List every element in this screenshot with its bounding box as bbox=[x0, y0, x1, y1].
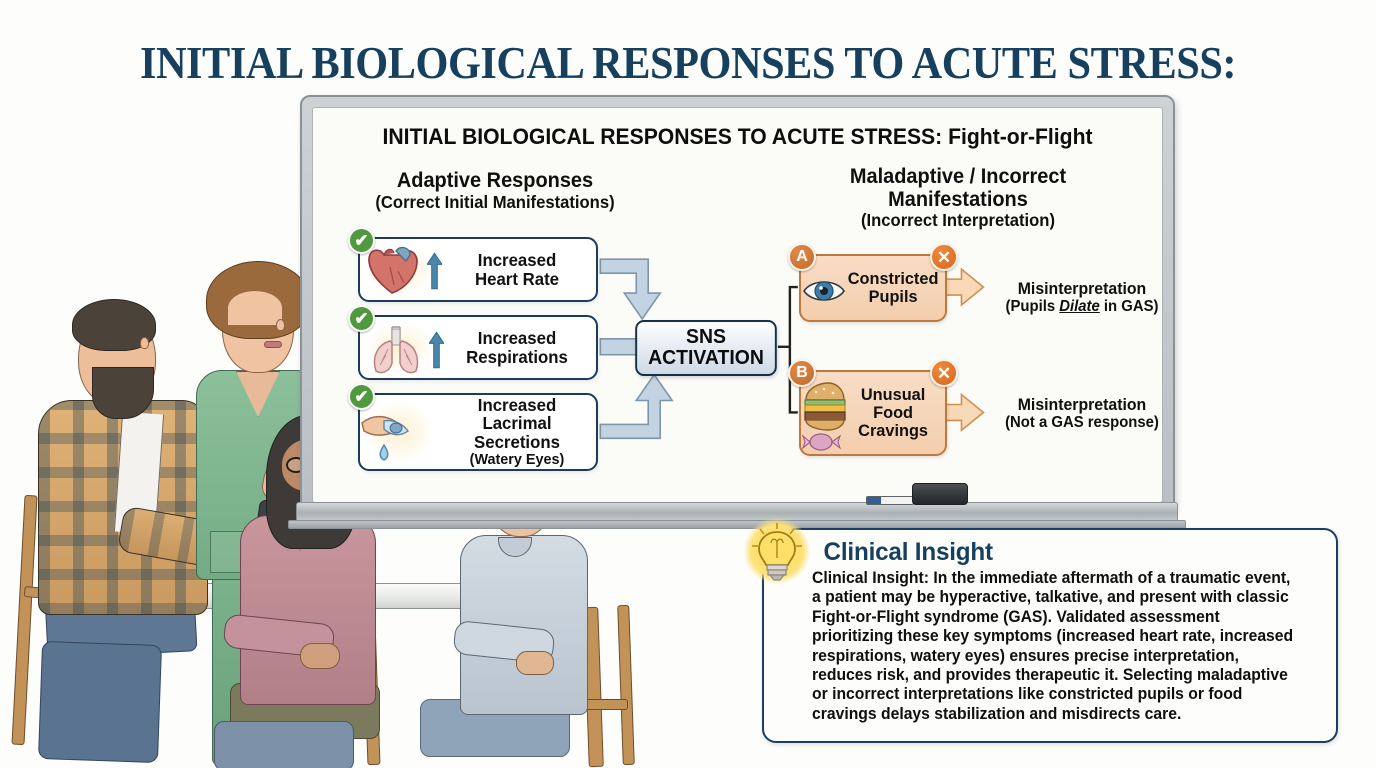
maladaptive-heading-line2: Manifestations bbox=[888, 187, 1028, 211]
misinterpretation-food: Misinterpretation (Not a GAS response) bbox=[985, 396, 1162, 432]
detail-pre: (Pupils bbox=[1005, 298, 1060, 316]
page-title: INITIAL BIOLOGICAL RESPONSES TO ACUTE ST… bbox=[139, 37, 1237, 88]
misinterpretation-title: Misinterpretation bbox=[1017, 396, 1147, 414]
misinterpretation-detail: (Pupils Dilate in GAS) bbox=[985, 298, 1162, 316]
close-icon: ✕ bbox=[930, 243, 958, 271]
woman-hand bbox=[300, 643, 340, 669]
maladaptive-card-label: Constricted Pupils bbox=[847, 269, 939, 306]
man-nose bbox=[140, 337, 149, 349]
whiteboard-title: INITIAL BIOLOGICAL RESPONSES TO ACUTE ST… bbox=[382, 124, 1093, 149]
maladaptive-heading-line1: Maladaptive / Incorrect bbox=[849, 165, 1067, 188]
lungs-icon bbox=[360, 317, 444, 378]
eye-icon bbox=[801, 256, 845, 320]
check-icon: ✔ bbox=[348, 227, 375, 254]
sns-line2: ACTIVATION bbox=[648, 347, 764, 369]
whiteboard-surface: INITIAL BIOLOGICAL RESPONSES TO ACUTE ST… bbox=[312, 107, 1163, 503]
check-icon: ✔ bbox=[348, 305, 375, 332]
clinical-insight-body: Clinical Insight: In the immediate after… bbox=[812, 569, 1294, 723]
option-letter-badge: B bbox=[788, 359, 816, 387]
blue-marker-icon[interactable] bbox=[866, 496, 914, 505]
teardrop-eye-icon bbox=[360, 395, 438, 469]
maladaptive-subheading: (Incorrect Interpretation) bbox=[860, 210, 1055, 231]
sns-activation-node[interactable]: SNS ACTIVATION bbox=[635, 320, 777, 376]
boy-chair-post-b bbox=[617, 604, 635, 766]
whiteboard-tray bbox=[296, 502, 1178, 522]
option-letter-badge: A bbox=[788, 243, 816, 271]
boy-hand bbox=[516, 651, 554, 675]
chair-back-post bbox=[11, 494, 38, 746]
maladaptive-card-food-cravings[interactable]: B ✕ Unusual bbox=[788, 359, 958, 456]
maladaptive-card-label: Unusual Food Cravings bbox=[858, 385, 928, 440]
whiteboard-tray-lip bbox=[288, 520, 1186, 529]
heart-icon bbox=[360, 239, 442, 300]
clinical-insight-title: Clinical Insight bbox=[823, 538, 994, 566]
adaptive-card-label: Increased Lacrimal Secretions (Watery Ey… bbox=[469, 394, 565, 469]
misinterpretation-detail: (Not a GAS response) bbox=[1005, 414, 1159, 432]
up-arrow-icon bbox=[427, 252, 442, 290]
column-header-maladaptive: Maladaptive / Incorrect Manifestations (… bbox=[803, 165, 1113, 231]
man-beard bbox=[92, 367, 154, 419]
close-icon: ✕ bbox=[930, 359, 958, 387]
woman-lower-legs bbox=[214, 721, 354, 768]
detail-emphasis: Dilate bbox=[1059, 298, 1100, 316]
nurse-mouth bbox=[264, 341, 282, 348]
adaptive-card-heart-rate[interactable]: ✔ Increased Heart Rate bbox=[348, 227, 598, 302]
nurse-nose bbox=[276, 319, 285, 331]
misinterpretation-pupils: Misinterpretation (Pupils Dilate in GAS) bbox=[985, 280, 1162, 316]
burger-candy-icon bbox=[801, 372, 846, 454]
clinical-insight-panel: Clinical Insight Clinical Insight: In th… bbox=[762, 528, 1338, 743]
lightbulb-icon bbox=[744, 518, 810, 584]
detail-post: in GAS) bbox=[1099, 298, 1159, 316]
man-lower-legs bbox=[37, 640, 163, 764]
adaptive-card-lacrimal[interactable]: ✔ Increased Lacrimal Secretions (Watery … bbox=[348, 383, 598, 471]
whiteboard: INITIAL BIOLOGICAL RESPONSES TO ACUTE ST… bbox=[300, 95, 1175, 515]
whiteboard-eraser-icon[interactable] bbox=[912, 483, 968, 505]
adaptive-subheading: (Correct Initial Manifestations) bbox=[375, 191, 615, 212]
nurse-forehead bbox=[228, 291, 282, 325]
adaptive-heading: Adaptive Responses bbox=[396, 169, 594, 192]
check-icon: ✔ bbox=[348, 383, 375, 410]
misinterpretation-title: Misinterpretation bbox=[1017, 280, 1147, 298]
adaptive-card-respirations[interactable]: ✔ Increased Respirat bbox=[348, 305, 598, 380]
adaptive-card-label: Increased Heart Rate bbox=[474, 249, 560, 289]
column-header-adaptive: Adaptive Responses (Correct Initial Mani… bbox=[345, 169, 645, 212]
sns-line1: SNS bbox=[686, 326, 726, 349]
adaptive-card-label: Increased Respirations bbox=[466, 327, 568, 367]
maladaptive-card-constricted-pupils[interactable]: A ✕ Constricted Pupils bbox=[788, 243, 958, 322]
up-arrow-icon bbox=[429, 331, 444, 369]
